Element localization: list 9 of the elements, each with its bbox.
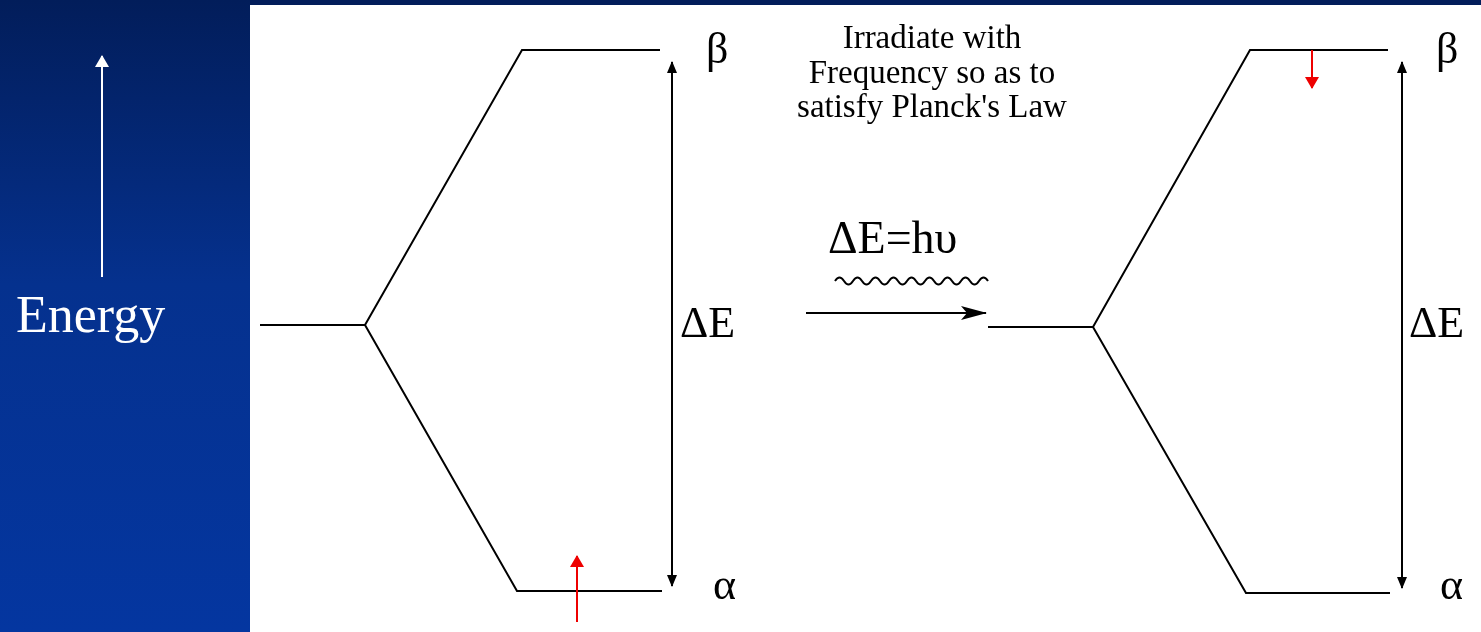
transition-note: Irradiate with Frequency so as to satisfy Planck's Law xyxy=(796,20,1068,124)
state-label: β xyxy=(706,26,729,73)
dimension-label: ΔE xyxy=(1409,300,1465,347)
dimension-label: ΔE xyxy=(680,300,736,347)
state-label: α xyxy=(713,562,737,609)
state-label: β xyxy=(1436,26,1459,73)
axis-label: Energy xyxy=(16,288,166,343)
state-label: α xyxy=(1440,562,1464,609)
equation: ΔE=hυ xyxy=(828,214,958,263)
